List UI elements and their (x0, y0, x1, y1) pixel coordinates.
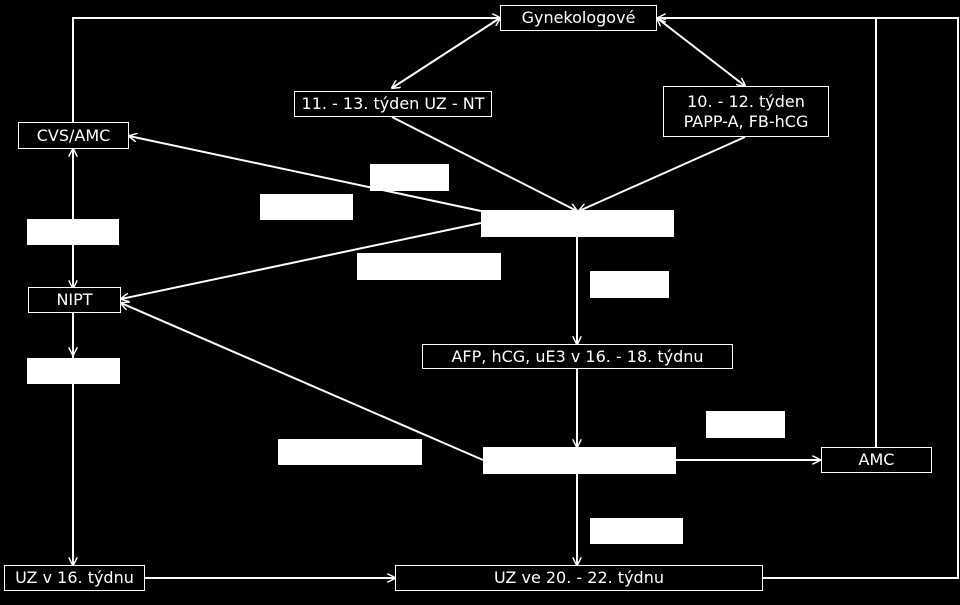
blank-label-7 (706, 411, 785, 438)
blank-label-8 (278, 439, 422, 465)
node-amc: AMC (821, 447, 932, 473)
node-gynekologove: Gynekologové (500, 5, 657, 31)
blank-label-5 (27, 358, 120, 384)
node-cvs-amc: CVS/AMC (18, 122, 129, 149)
blank-label-4 (27, 219, 119, 245)
edge-gyn-papp (657, 18, 745, 86)
edge-papp-blank1 (579, 136, 746, 211)
node-nipt: NIPT (28, 287, 121, 313)
blank-label-3 (357, 253, 501, 280)
edge-uznt-blank1 (391, 116, 577, 211)
edge-uz20-gyn (658, 18, 959, 579)
edge-gyn-uznt (392, 18, 500, 88)
node-uz-nt: 11. - 13. týden UZ - NT (294, 91, 492, 117)
edge-blank1-nipt (121, 222, 482, 299)
node-uz20: UZ ve 20. - 22. týdnu (395, 565, 763, 591)
node-papp-a: 10. - 12. týden PAPP-A, FB-hCG (663, 86, 829, 137)
blank-box-central-2 (483, 447, 676, 474)
node-afp: AFP, hCG, uE3 v 16. - 18. týdnu (422, 344, 733, 369)
edge-blank1-cvs (129, 136, 482, 212)
blank-label-6 (590, 271, 669, 298)
edge-cvs-gyn (72, 18, 500, 122)
blank-box-central-1 (481, 210, 674, 237)
blank-label-9 (590, 518, 683, 544)
edge-blank2-nipt (121, 303, 484, 461)
node-uz16: UZ v 16. týdnu (4, 565, 145, 591)
blank-label-1 (370, 164, 449, 191)
blank-label-2 (260, 194, 353, 220)
